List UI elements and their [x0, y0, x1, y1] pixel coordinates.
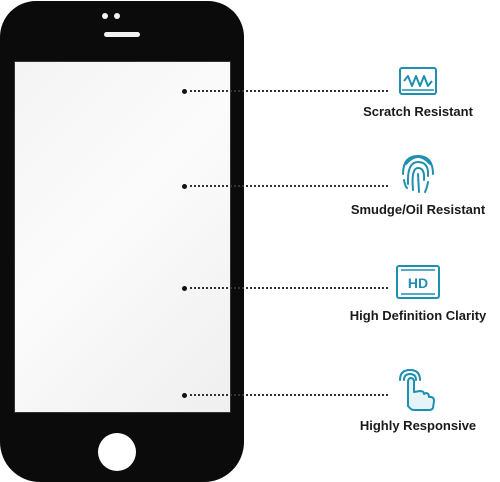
earpiece-speaker [104, 32, 140, 37]
feature-scratch-resistant: Scratch Resistant [338, 66, 498, 119]
callout-dot-3 [182, 286, 187, 291]
feature-label: Highly Responsive [359, 418, 477, 433]
sensor-dot [114, 13, 120, 19]
callout-line-4 [190, 394, 388, 396]
home-button [98, 433, 136, 471]
feature-label: Smudge/Oil Resistant [350, 202, 486, 217]
fingerprint-icon [402, 154, 434, 193]
callout-line-3 [190, 287, 388, 289]
hd-badge-text: HD [408, 275, 428, 291]
feature-label: Scratch Resistant [363, 104, 473, 119]
front-camera-dot [102, 13, 108, 19]
touch-icon [399, 369, 435, 411]
feature-high-definition-clarity: HD High Definition Clarity [338, 262, 498, 323]
scratch-resistant-icon [399, 67, 437, 95]
callout-dot-2 [182, 184, 187, 189]
feature-smudge-oil-resistant: Smudge/Oil Resistant [338, 150, 498, 217]
feature-highly-responsive: Highly Responsive [338, 366, 498, 433]
feature-label: High Definition Clarity [349, 308, 487, 323]
screen-protector-glass [14, 61, 231, 413]
hd-icon: HD [396, 265, 440, 299]
callout-line-2 [190, 185, 388, 187]
callout-dot-4 [182, 393, 187, 398]
callout-dot-1 [182, 89, 187, 94]
phone-illustration [0, 1, 244, 482]
callout-line-1 [190, 90, 388, 92]
